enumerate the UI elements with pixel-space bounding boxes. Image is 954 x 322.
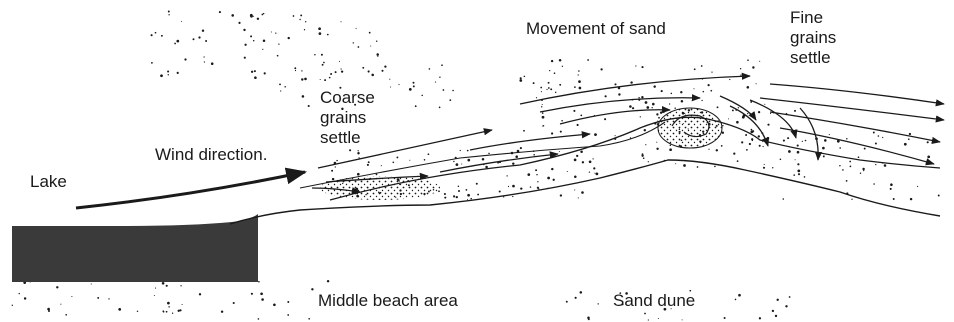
movement-of-sand-label: Movement of sand: [526, 19, 666, 39]
coarse-grains-line-2: grains: [320, 108, 375, 128]
sand-dune-label: Sand dune: [613, 291, 695, 311]
fine-grains-line-3: settle: [790, 48, 836, 68]
crest-vortex: [658, 108, 722, 148]
coarse-grains-line-3: settle: [320, 128, 375, 148]
middle-beach-area-label: Middle beach area: [318, 291, 458, 311]
lake-label: Lake: [30, 172, 67, 192]
fine-grains-label: Fine grains settle: [790, 8, 836, 68]
fine-grains-line-1: Fine: [790, 8, 836, 28]
wind-arrow: [76, 172, 305, 208]
lake-water: [12, 214, 258, 282]
coarse-grain-cluster: [320, 176, 440, 200]
coarse-grains-label: Coarse grains settle: [320, 88, 375, 148]
wind-direction-label: Wind direction.: [155, 145, 267, 165]
fine-grains-line-2: grains: [790, 28, 836, 48]
coarse-grains-line-1: Coarse: [320, 88, 375, 108]
sand-flow-arrows: [312, 76, 944, 192]
